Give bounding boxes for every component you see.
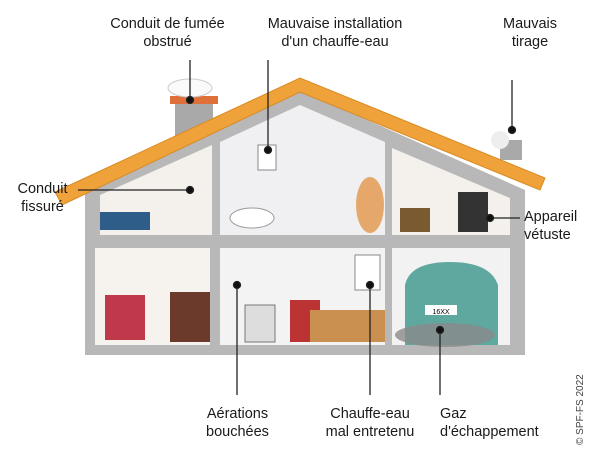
label-line: tirage [511,34,549,50]
cooker-icon [244,304,276,343]
label-line: Chauffe-eau [330,406,410,422]
label-line: Conduit [17,181,68,197]
label-line: obstrué [143,34,192,50]
license-plate [425,305,457,315]
person-icon [356,177,384,233]
copyright: © SPF-FS 2022 [575,374,586,445]
label-line: d'échappement [440,424,539,440]
label-cracked-duct: Conduit fissuré [5,180,80,216]
smoke-icon [491,131,509,149]
bed-icon [100,212,150,230]
label-line: Appareil [524,209,578,225]
label-bad-install: Mauvaise installation d'un chauffe-eau [245,15,425,51]
kitchen-counter [310,310,385,342]
armchair-icon [105,295,145,340]
label-exhaust: Gaz d'échappement [440,405,539,441]
bathroom [220,105,385,235]
label-line: vétuste [524,227,571,243]
stove-icon [458,192,488,232]
label-water-heater: Chauffe-eau mal entretenu [315,405,425,441]
label-chimney-blocked: Conduit de fumée obstrué [65,15,270,51]
label-old-appliance: Appareil vétuste [524,208,577,244]
label-line: Mauvaise installation [267,16,403,32]
label-line: Gaz [440,406,467,422]
painting-icon [400,208,430,232]
bathtub-icon [229,207,275,229]
label-line: Conduit de fumée [110,16,225,32]
label-line: bouchées [206,424,269,440]
label-line: fissuré [21,199,64,215]
exhaust-smoke [395,323,495,347]
label-bad-draft: Mauvais tirage [490,15,570,51]
license-plate-text: 16XX [432,309,449,316]
fireplace-icon [170,292,210,342]
label-line: mal entretenu [325,424,415,440]
roof [54,77,546,206]
label-line: Mauvais [503,16,557,32]
label-blocked-vents: Aérations bouchées [195,405,280,441]
label-line: d'un chauffe-eau [281,34,389,50]
label-line: Aérations [206,406,269,422]
